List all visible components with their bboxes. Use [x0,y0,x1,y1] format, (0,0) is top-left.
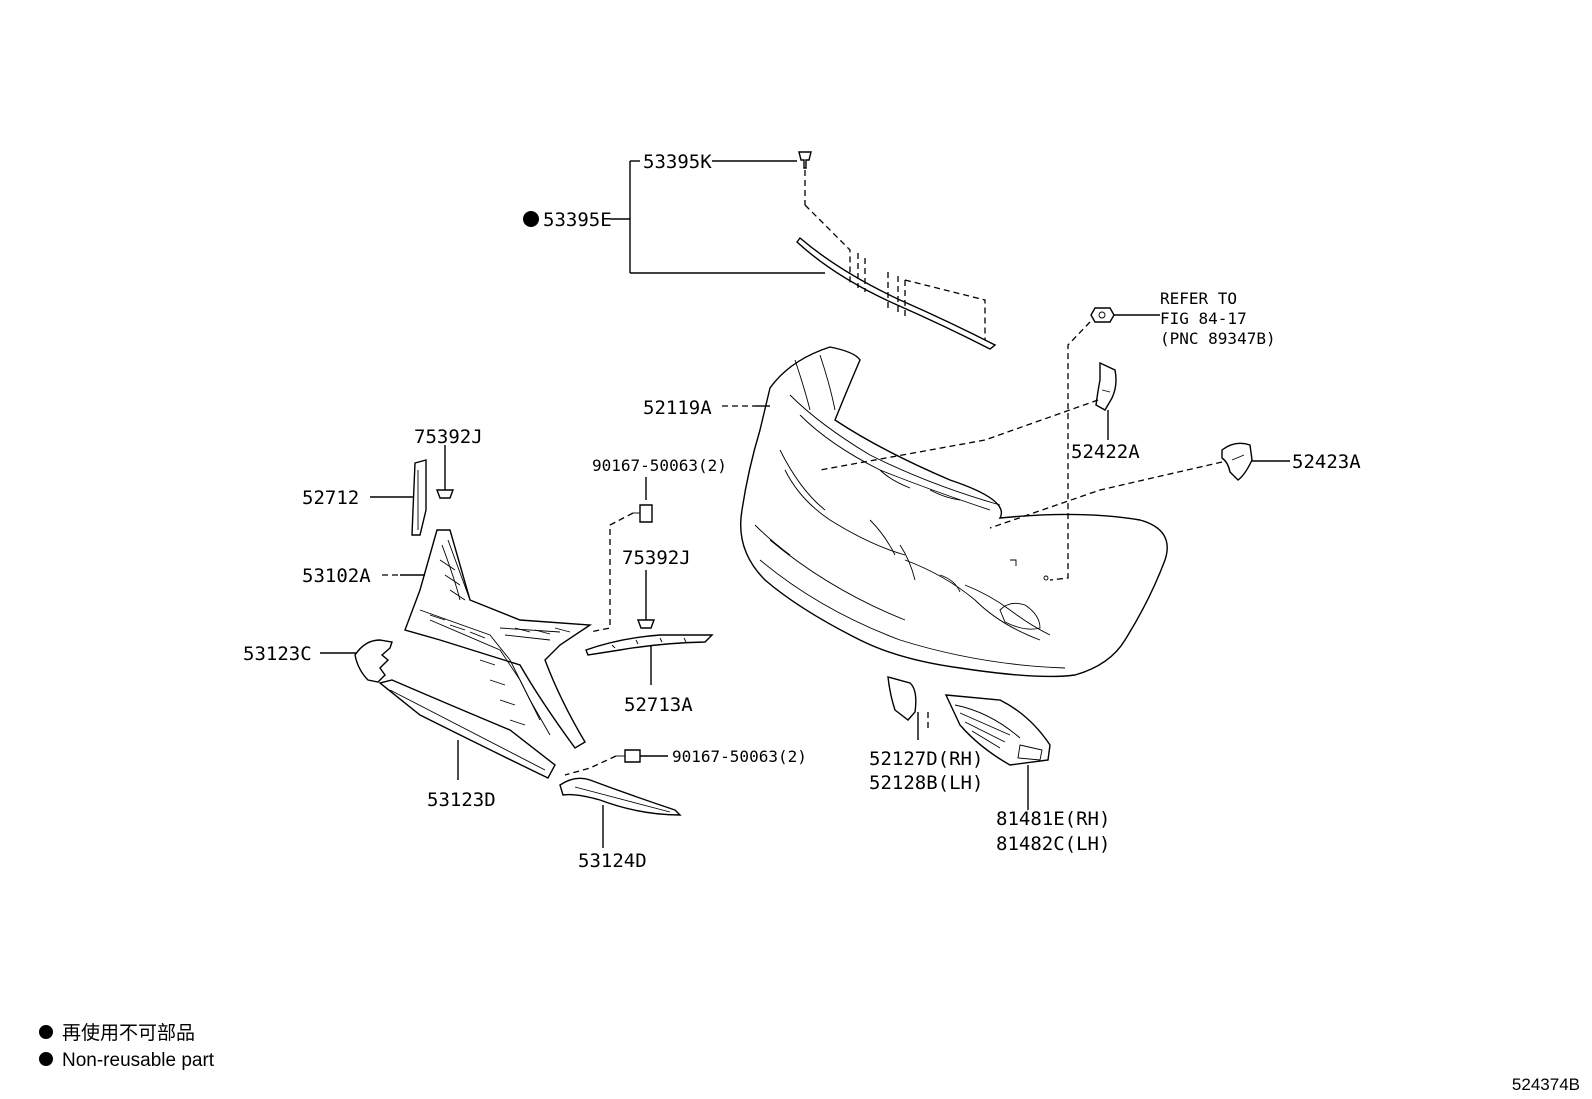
legend-dot-icon [39,1052,53,1066]
part-53123C [320,639,393,683]
label-52712: 52712 [302,487,359,509]
label-53395K: 53395K [643,151,712,173]
label-81482C: 81482C(LH) [996,833,1110,855]
clip-75392J-left-icon [435,445,455,499]
part-52712 [370,459,427,536]
bolt-90167-lower-icon [564,749,668,776]
grille-53102A [382,529,593,749]
label-81481E: 81481E(RH) [996,808,1110,830]
part-53123D [378,679,556,780]
label-53124D: 53124D [578,850,647,872]
label-52127D: 52127D(RH) [869,748,983,770]
label-90167-lower: 90167-50063(2) [672,747,807,766]
clip-75392J-right-icon [636,570,656,629]
legend-en: Non-reusable part [62,1050,215,1071]
label-75392J-right: 75392J [622,547,691,569]
fog-cover-81481E [944,694,1051,810]
label-52119A: 52119A [643,397,712,419]
cap-52127D [887,676,929,740]
refer-line-3: (PNC 89347B) [1160,329,1276,348]
legend-jp: 再使用不可部品 [62,1022,195,1044]
refer-line-1: REFER TO [1160,289,1237,308]
label-75392J-left: 75392J [414,426,483,448]
label-52422A: 52422A [1071,441,1140,463]
legend: 再使用不可部品 Non-reusable part [39,1022,215,1071]
label-90167-upper: 90167-50063(2) [592,456,727,475]
part-53124D [559,777,682,848]
label-52713A: 52713A [624,694,693,716]
clip-53395K-icon [798,151,812,169]
bolt-90167-upper-icon [589,477,653,633]
bracket-52423A [989,442,1290,529]
bracket-52422A [819,361,1117,471]
label-53123D: 53123D [427,789,496,811]
bumper-cover-52119A [722,346,1168,678]
label-53395E: 53395E [543,209,612,231]
part-52713A [585,634,714,685]
label-52423A: 52423A [1292,451,1361,473]
label-53102A: 53102A [302,565,371,587]
molding-53395E [610,151,997,350]
label-52128B: 52128B(LH) [869,772,983,794]
legend-dot-icon [39,1025,53,1039]
figure-id: 524374B [1512,1075,1580,1094]
clip-refer-icon [1049,307,1160,581]
non-reusable-dot-icon [523,211,539,227]
label-53123C: 53123C [243,643,312,665]
refer-line-2: FIG 84-17 [1160,309,1247,328]
